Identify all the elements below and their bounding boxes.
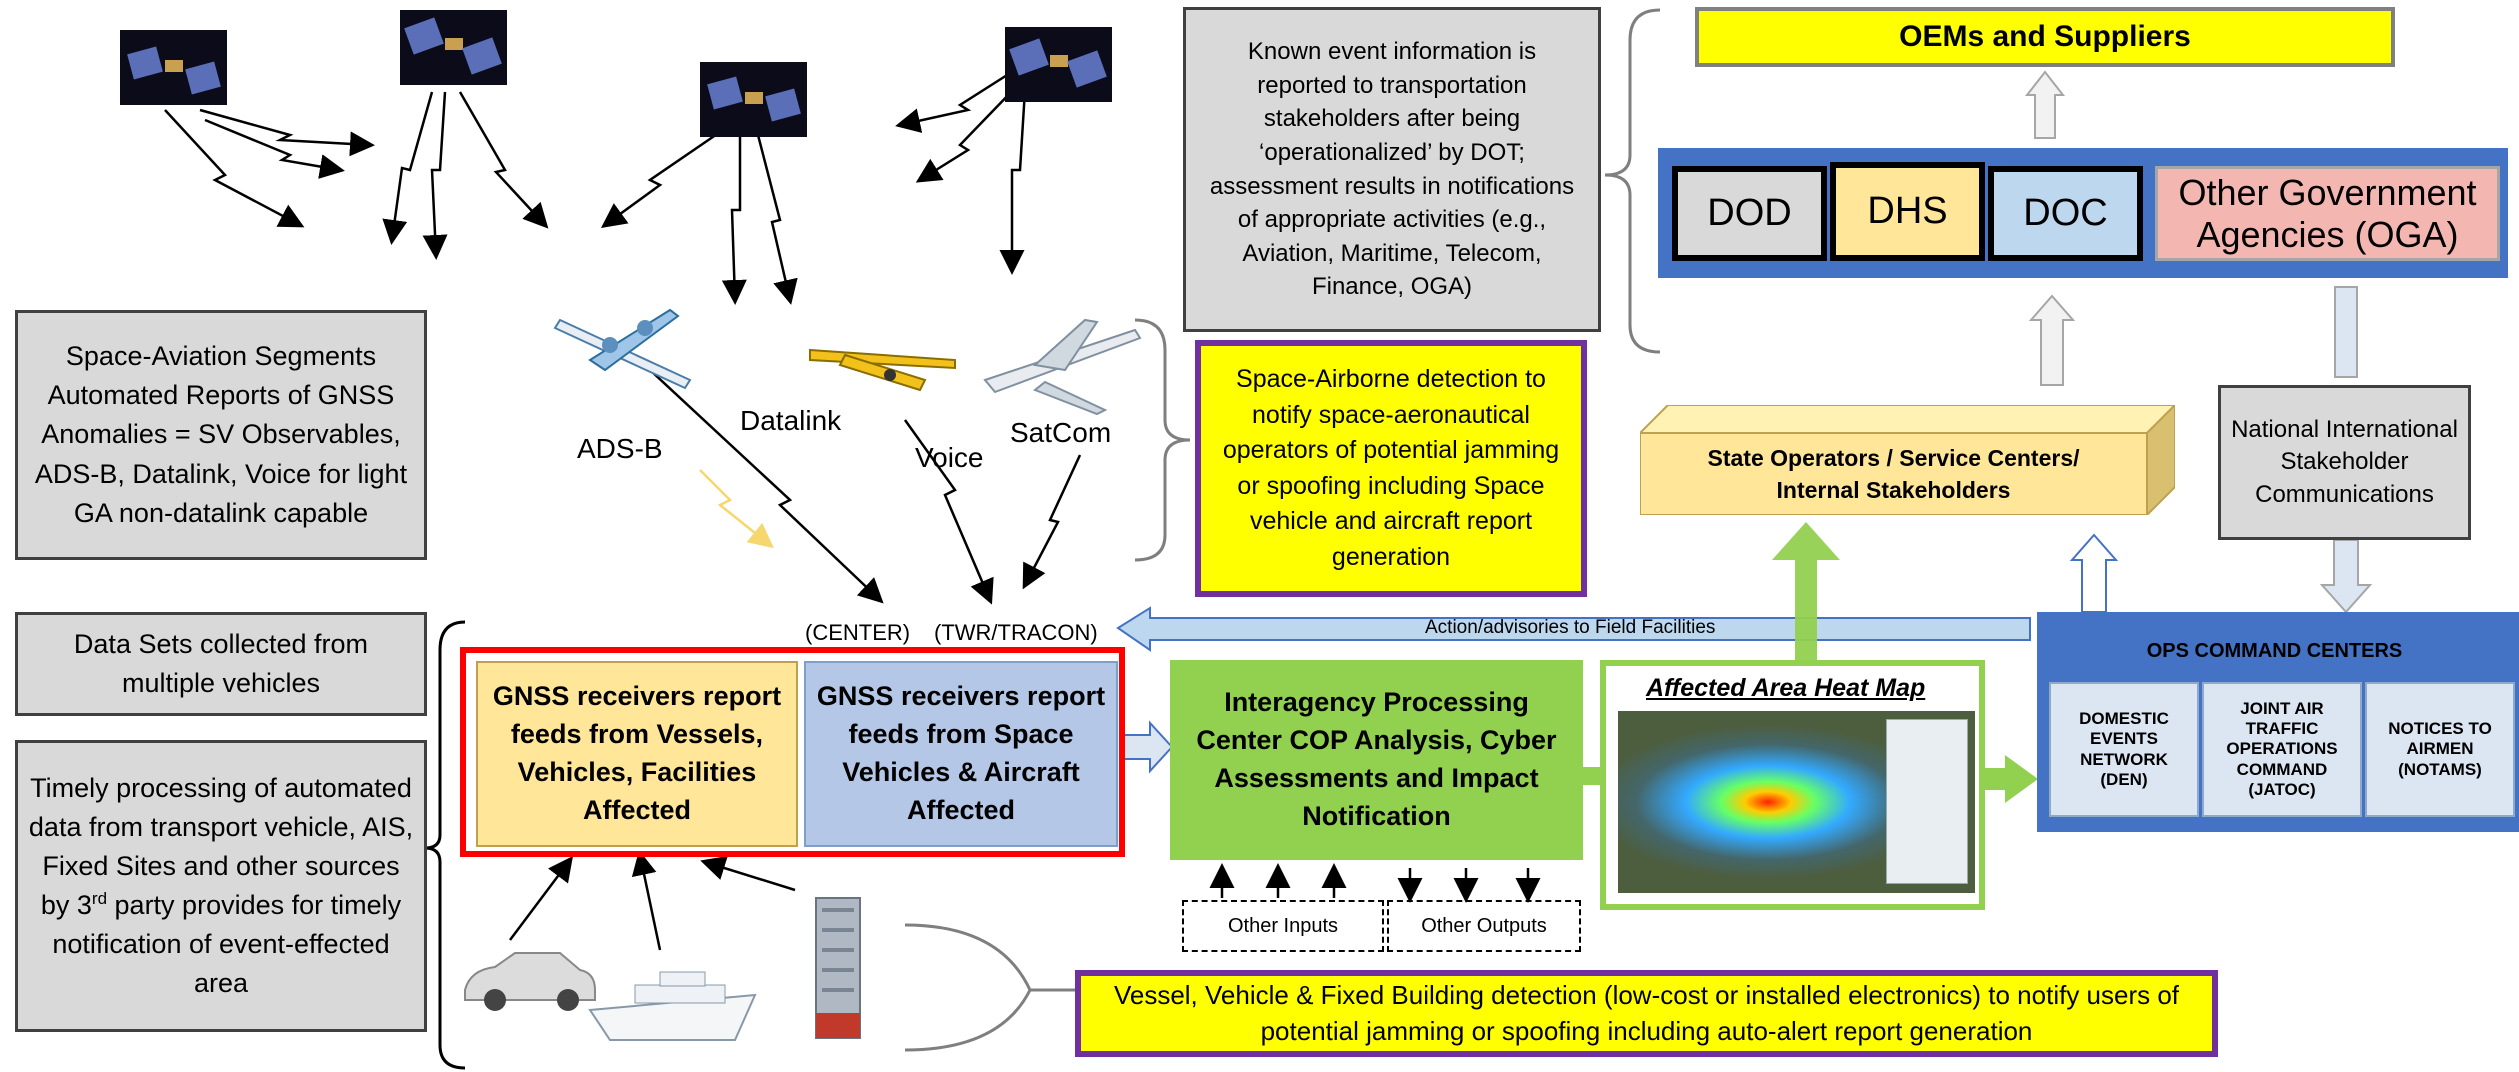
satellite-icon (400, 10, 507, 85)
ops-to-state-arrow (2069, 533, 2119, 613)
light-aircraft-icon (805, 320, 960, 400)
data-sets-box: Data Sets collected from multiple vehicl… (15, 612, 427, 716)
car-icon (460, 945, 600, 1013)
agency-dhs: DHS (1830, 162, 1985, 261)
adsb-label: ADS-B (577, 433, 663, 464)
agencies-to-oem-arrow (2024, 70, 2066, 139)
heatmap-panel: Affected Area Heat Map (1600, 660, 1985, 910)
feed-arrow (1116, 720, 1174, 774)
other-inputs-box: Other Inputs (1182, 900, 1384, 952)
satellite-signal-arrows (164, 68, 1027, 305)
ship-icon (585, 960, 760, 1045)
jet-aircraft-icon (975, 310, 1145, 420)
ground-report-arrows (509, 850, 796, 951)
gnss-ground-box: GNSS receivers report feeds from Vessels… (476, 661, 798, 847)
gnss-space-box: GNSS receivers report feeds from Space V… (804, 661, 1118, 847)
ops-notams: NOTICES TO AIRMEN (NOTAMS) (2365, 682, 2515, 817)
ops-command-panel: OPS COMMAND CENTERS DOMESTIC EVENTS NETW… (2037, 612, 2519, 832)
satellite-icon (700, 62, 807, 137)
known-event-bracket (1604, 8, 1661, 354)
agencies-panel: DOD DHS DOC Other Government Agencies (O… (1658, 148, 2508, 278)
interagency-box: Interagency Processing Center COP Analys… (1170, 660, 1583, 860)
state-operators-text: State Operators / Service Centers/ Inter… (1707, 444, 2080, 503)
state-to-agencies-arrow (2028, 294, 2076, 386)
twin-prop-aircraft-icon (550, 290, 705, 400)
action-arrow-label: Action/advisories to Field Facilities (1425, 617, 1716, 638)
aircraft-report-arrows (649, 369, 1082, 605)
agency-doc: DOC (1988, 166, 2143, 261)
oem-suppliers-box: OEMs and Suppliers (1695, 7, 2395, 67)
satellite-icon (120, 30, 227, 105)
national-to-ops-arrow (2319, 539, 2373, 614)
center-label: (CENTER) (805, 620, 911, 645)
vessel-brace (904, 923, 1032, 1052)
agency-oga: Other Government Agencies (OGA) (2155, 166, 2500, 261)
data-sets-text: Data Sets collected from multiple vehicl… (73, 628, 369, 698)
timely-processing-text: Timely processing of automated data from… (28, 772, 414, 999)
ops-jatoc: JOINT AIR TRAFFIC OPERATIONS COMMAND (JA… (2202, 682, 2362, 817)
satellite-icon (1005, 27, 1112, 102)
gnss-feeds-container: GNSS receivers report feeds from Vessels… (460, 647, 1125, 857)
twr-tracon-label: (TWR/TRACON) (934, 620, 1098, 645)
building-icon (808, 893, 868, 1043)
state-operators-box: State Operators / Service Centers/ Inter… (1640, 405, 2175, 515)
ops-den: DOMESTIC EVENTS NETWORK (DEN) (2049, 682, 2199, 817)
left-brace (424, 620, 466, 1070)
agency-dod: DOD (1672, 166, 1827, 261)
space-aviation-box: Space-Aviation Segments Automated Report… (15, 310, 427, 560)
known-event-box: Known event information is reported to t… (1183, 7, 1601, 332)
other-outputs-box: Other Outputs (1387, 900, 1581, 952)
space-airborne-box: Space-Airborne detection to notify space… (1195, 340, 1587, 597)
timely-processing-box: Timely processing of automated data from… (15, 740, 427, 1032)
ops-title: OPS COMMAND CENTERS (2146, 640, 2403, 662)
voice-label: Voice (915, 442, 984, 473)
vessel-detection-box: Vessel, Vehicle & Fixed Building detecti… (1075, 970, 2218, 1057)
satcom-label: SatCom (1010, 417, 1112, 448)
heatmap-to-ops-arrow (1985, 755, 2038, 803)
heatmap-title: Affected Area Heat Map (1646, 674, 1926, 702)
heatmap-image (1618, 711, 1975, 893)
airborne-bracket (1134, 318, 1191, 562)
national-comms-box: National International Stakeholder Commu… (2218, 385, 2471, 540)
heatmap-sidepanel (1886, 719, 1968, 884)
datalink-label: Datalink (740, 405, 842, 436)
